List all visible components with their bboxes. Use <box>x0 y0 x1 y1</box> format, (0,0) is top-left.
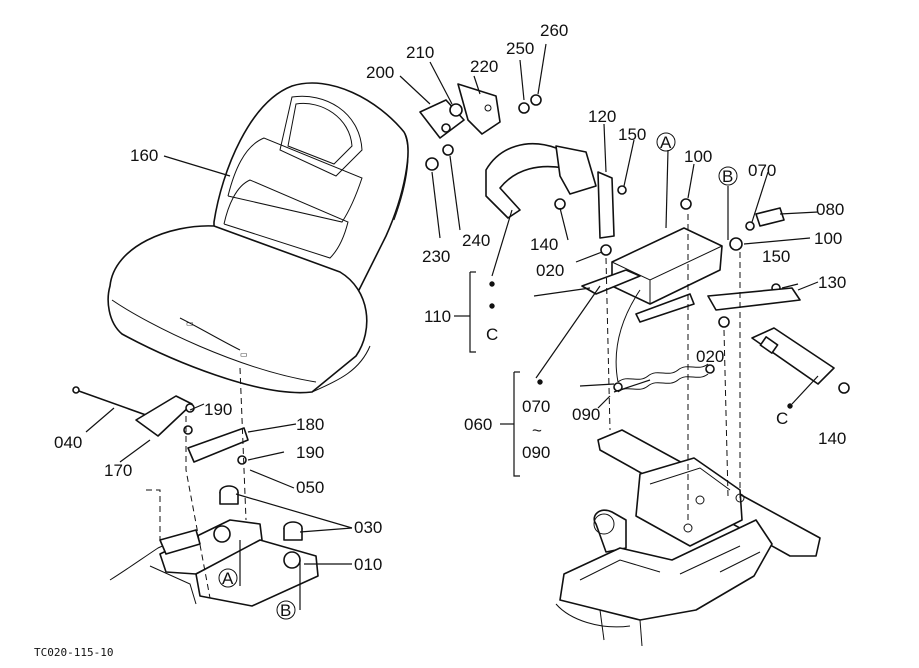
reference-letter-b: B <box>718 166 738 186</box>
callout-200: 200 <box>366 63 394 82</box>
callout-090: 090 <box>572 405 600 424</box>
callout-100: 100 <box>684 147 712 166</box>
callout-240: 240 <box>462 231 490 250</box>
reference-letter-b: B <box>276 600 296 620</box>
callout-110: 110 <box>424 307 451 326</box>
reference-letter-a: A <box>218 568 238 588</box>
callout-100: 100 <box>814 229 842 248</box>
leader-lines <box>85 43 819 610</box>
callout-190: 190 <box>204 400 232 419</box>
seat-rail-assembly <box>72 386 319 607</box>
callout-050: 050 <box>296 478 324 497</box>
reference-letter-a: A <box>656 132 676 152</box>
callout-090: 090 <box>522 443 550 462</box>
callout-080: 080 <box>816 200 844 219</box>
svg-text:B: B <box>280 601 291 620</box>
svg-text:▭: ▭ <box>186 319 194 328</box>
callout-020: 020 <box>536 261 564 280</box>
svg-text:B: B <box>722 167 733 186</box>
callout-190: 190 <box>296 443 324 462</box>
callout-250: 250 <box>506 39 534 58</box>
callout-010: 010 <box>354 555 382 574</box>
mount-bracket-assembly <box>581 198 850 394</box>
svg-text:A: A <box>660 133 672 152</box>
reference-letters: A A B B C C <box>218 132 788 620</box>
callout-150: 150 <box>762 247 790 266</box>
reference-dots <box>489 281 793 409</box>
upper-bracket-parts <box>419 83 627 256</box>
callout-070: 070 <box>748 161 776 180</box>
callout-060: 060 <box>464 415 492 434</box>
range-tilde: ~ <box>532 421 542 440</box>
callout-labels: 010 020 020 030 040 050 060 070 070 080 … <box>54 21 846 574</box>
reference-letter-c: C <box>776 409 788 428</box>
callout-030: 030 <box>354 518 382 537</box>
callout-260: 260 <box>540 21 568 40</box>
callout-140: 140 <box>530 235 558 254</box>
seat-assembly: ▭ ▭ <box>107 82 409 394</box>
callout-020: 020 <box>696 347 724 366</box>
callout-230: 230 <box>422 247 450 266</box>
callout-140: 140 <box>818 429 846 448</box>
callout-150: 150 <box>618 125 646 144</box>
callout-180: 180 <box>296 415 324 434</box>
callout-160: 160 <box>130 146 158 165</box>
callout-170: 170 <box>104 461 132 480</box>
callout-070: 070 <box>522 397 550 416</box>
figure-code: TC020-115-10 <box>34 646 113 659</box>
callout-120: 120 <box>588 107 616 126</box>
transmission-housing <box>555 429 821 647</box>
svg-text:A: A <box>222 569 234 588</box>
reference-letter-c: C <box>486 325 498 344</box>
svg-text:▭: ▭ <box>240 350 248 359</box>
callout-210: 210 <box>406 43 434 62</box>
callout-220: 220 <box>470 57 498 76</box>
callout-130: 130 <box>818 273 846 292</box>
callout-040: 040 <box>54 433 82 452</box>
